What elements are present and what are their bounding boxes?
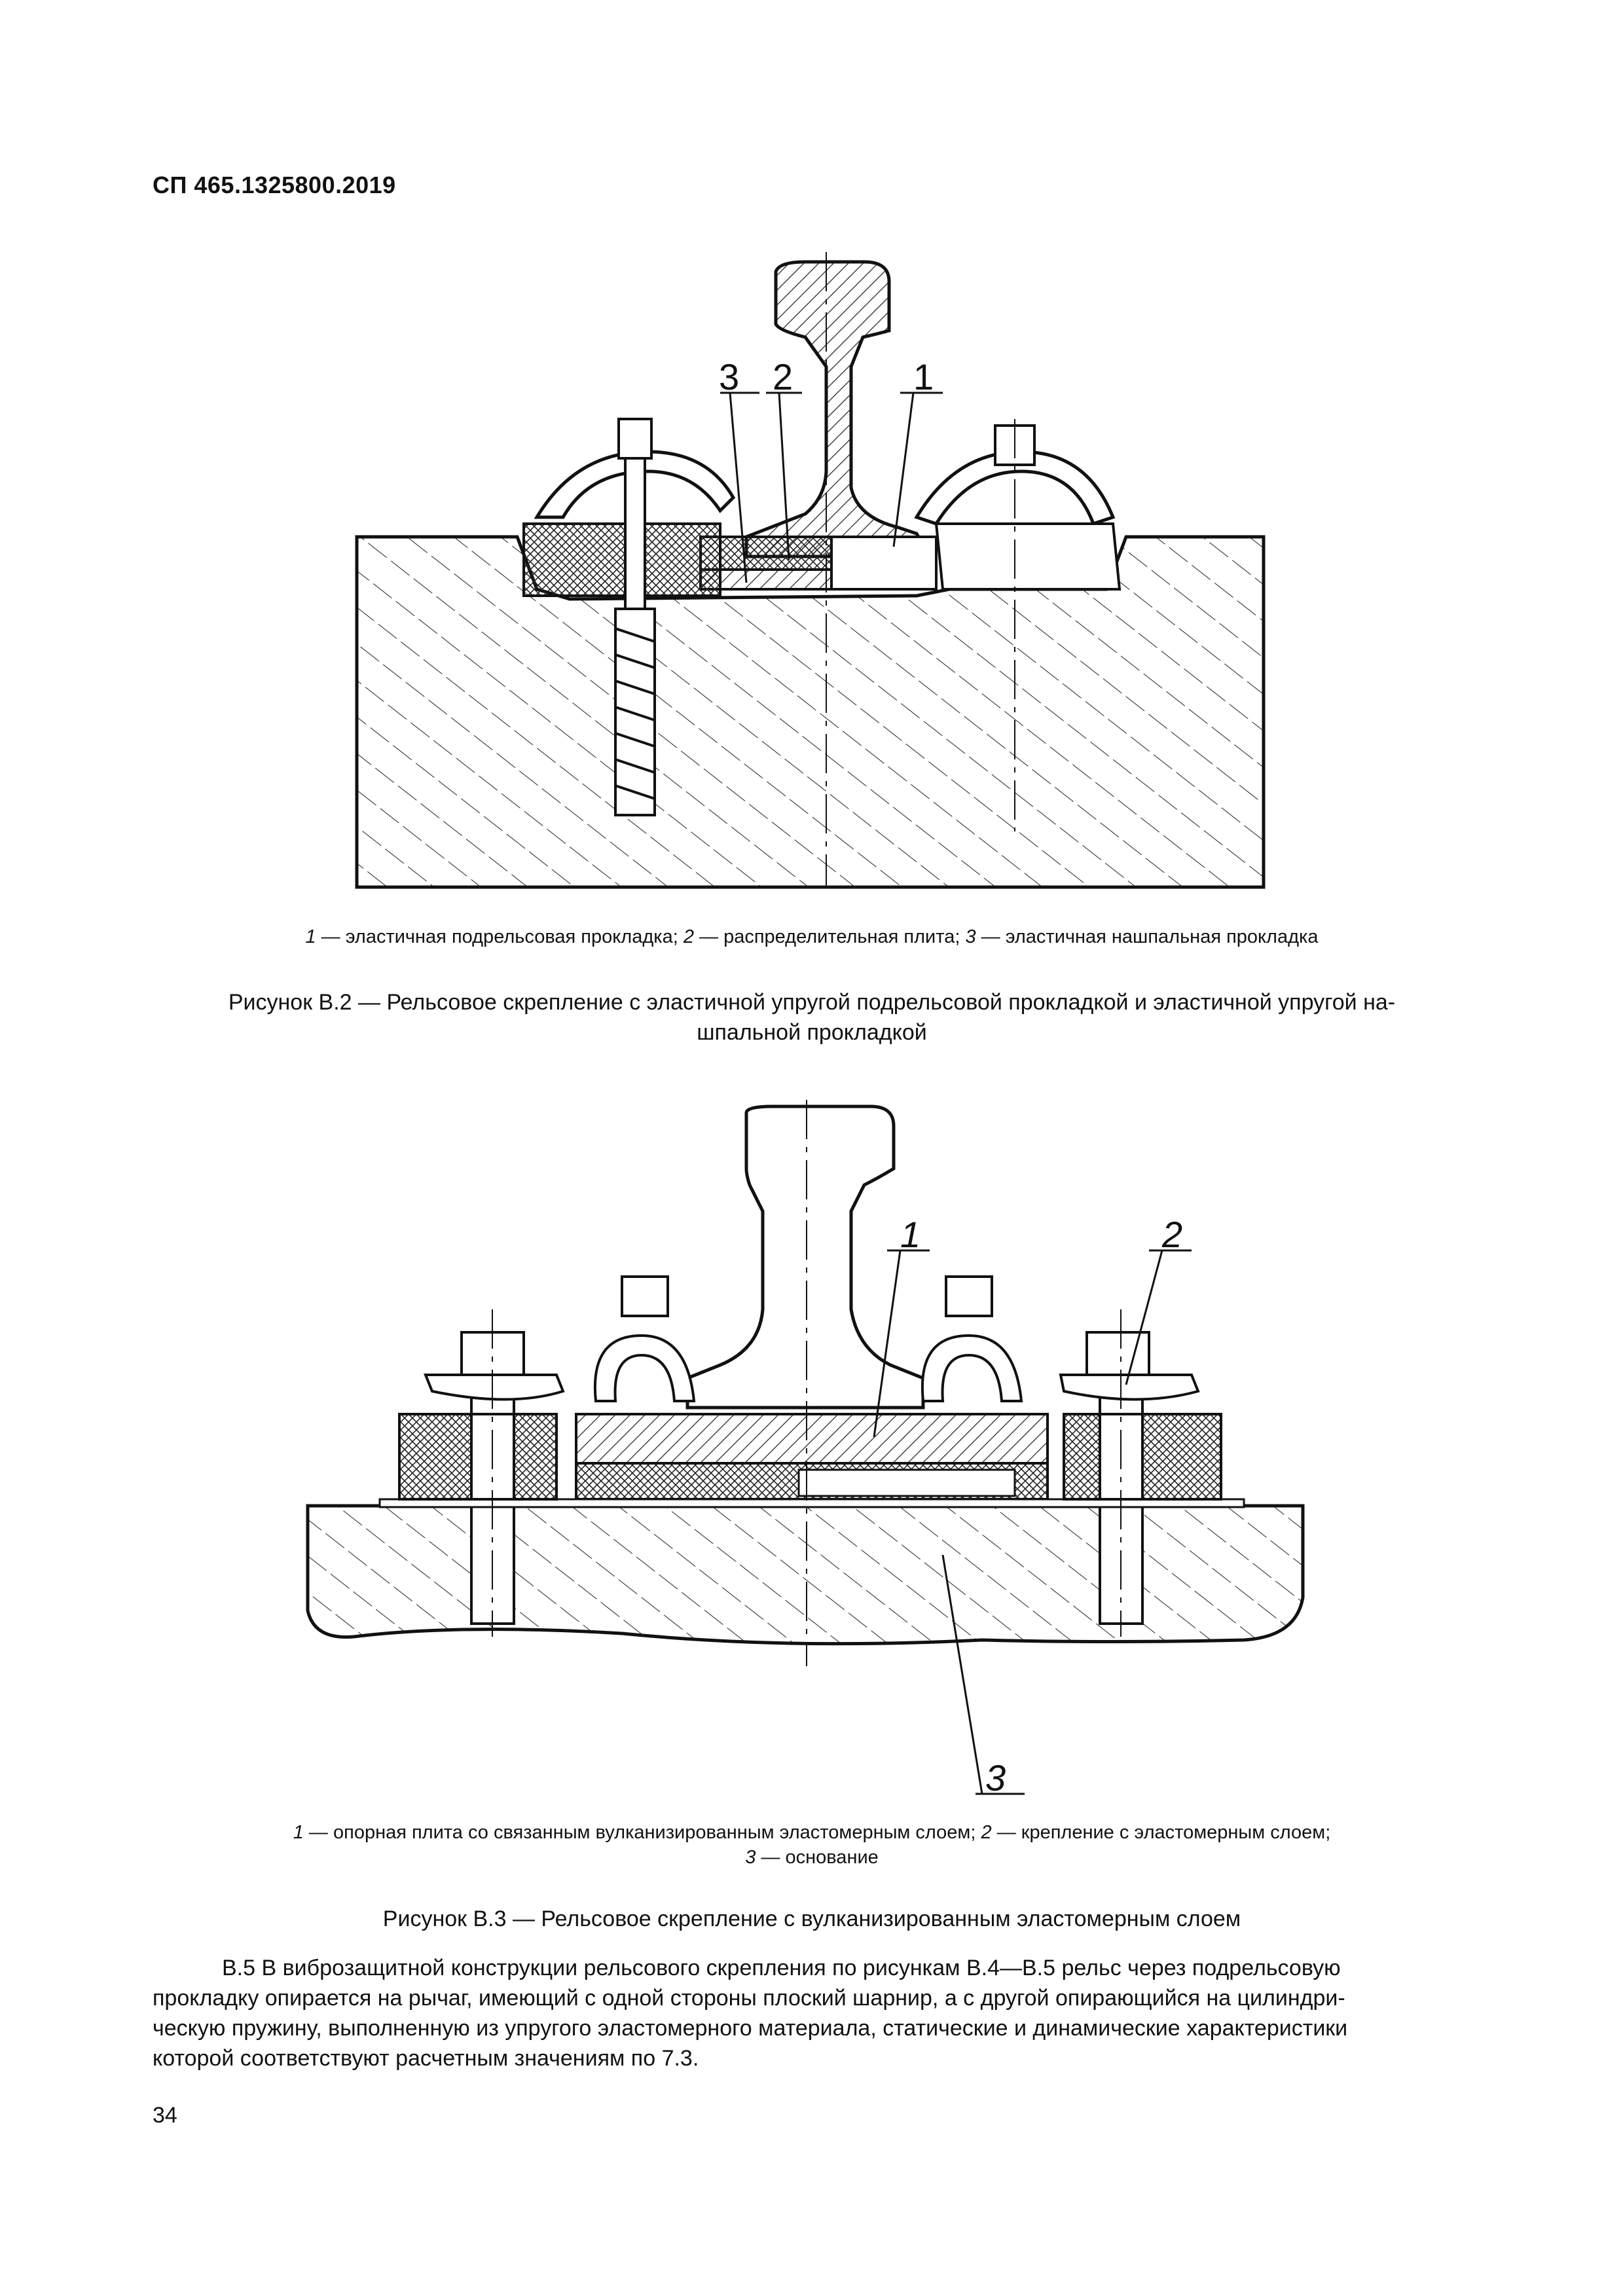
document-code-header: СП 465.1325800.2019 [153, 172, 396, 198]
b3-rail [685, 1104, 925, 1410]
paragraph-line: ческую пружину, выполненную из упругого … [153, 2016, 1348, 2041]
b3-callout-2: 2 [1161, 1214, 1182, 1255]
b3-callout-3: 3 [985, 1757, 1006, 1798]
legend-num: 3 [965, 926, 976, 947]
b3-left-inner-clip [593, 1334, 696, 1402]
caption-line: Рисунок В.2 — Рельсовое скрепление с эла… [228, 990, 1396, 1015]
legend-text: — эластичная нашпальная прокладка [976, 926, 1319, 947]
b2-left-housing [522, 522, 721, 597]
b2-callout-1: 1 [913, 356, 934, 397]
figure-b2-drawing: 3 2 1 [355, 252, 1266, 889]
page-number: 34 [153, 2103, 177, 2128]
legend-num: 1 [305, 926, 316, 947]
b3-callout-1: 1 [900, 1214, 921, 1255]
b3-gap [797, 1468, 1016, 1497]
b3-left-washer [424, 1374, 565, 1401]
figure-b3-caption: Рисунок В.3 — Рельсовое скрепление с вул… [382, 1906, 1241, 1931]
legend-num: 1 [293, 1822, 304, 1843]
legend-text: — опорная плита со связанным вулканизиро… [303, 1822, 981, 1843]
b2-screw-shank [624, 457, 646, 610]
b2-left-clip [534, 450, 736, 519]
paragraph-b5: В.5 В виброзащитной конструкции рельсово… [153, 1953, 1472, 2073]
b2-pad-1 [830, 536, 938, 591]
b3-base-strip [378, 1498, 1245, 1508]
b3-right-inner-bolt [945, 1275, 993, 1317]
b3-support-plate [575, 1413, 1049, 1465]
paragraph-line: В.5 В виброзащитной конструкции рельсово… [222, 1956, 1341, 1980]
b3-right-bolt-head [1085, 1331, 1150, 1376]
b2-right-clip [914, 450, 1116, 526]
figure-b3-legend: 1 — опорная плита со связанным вулканизи… [131, 1820, 1493, 1870]
b2-rail [744, 260, 933, 558]
caption-line: шпальной прокладкой [697, 1020, 927, 1045]
legend-text: — крепление с эластомерным слоем; [991, 1822, 1331, 1843]
b3-right-washer [1059, 1374, 1200, 1401]
legend-text: — распределительная плита; [693, 926, 966, 947]
legend-num: 2 [683, 926, 694, 947]
b3-left-inner-bolt [621, 1275, 669, 1317]
b3-right-inner-clip [921, 1334, 1023, 1402]
legend-num: 3 [745, 1847, 756, 1868]
b3-right-bolt-hole [1099, 1413, 1144, 1501]
figure-b2-caption: Рисунок В.2 — Рельсовое скрепление с эла… [131, 987, 1493, 1048]
b2-callout-2: 2 [773, 356, 793, 397]
paragraph-line: которой соответствуют расчетным значения… [153, 2046, 699, 2071]
b3-foundation [306, 1504, 1305, 1646]
figure-b3-drawing: 1 2 3 [306, 1100, 1305, 1798]
b2-callout-3: 3 [719, 356, 739, 397]
b2-screw-head [617, 418, 653, 460]
figure-b2-legend: 1 — эластичная подрельсовая прокладка; 2… [131, 924, 1493, 949]
paragraph-line: прокладку опирается на рычаг, имеющий с … [153, 1986, 1345, 2011]
legend-text: — основание [756, 1847, 879, 1868]
b2-right-housing [934, 522, 1122, 591]
legend-text: — эластичная подрельсовая прокладка; [316, 926, 684, 947]
legend-num: 2 [981, 1822, 992, 1843]
